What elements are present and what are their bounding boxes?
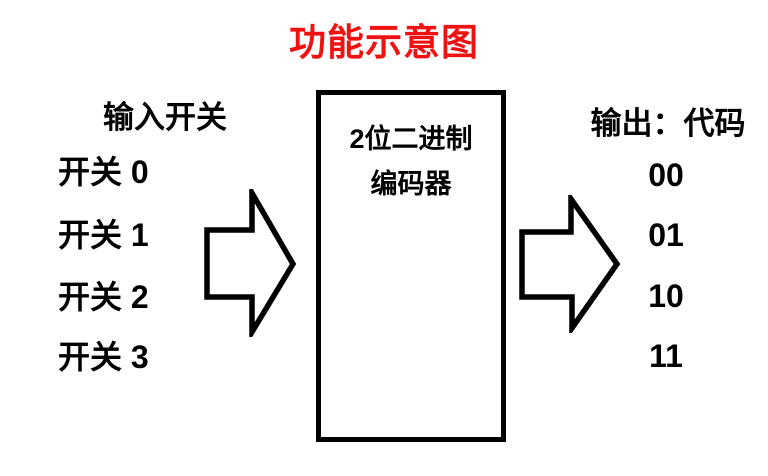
output-code-00: 00: [648, 157, 684, 193]
diagram-title: 功能示意图: [289, 22, 479, 63]
input-switch-3-label: 开关 3: [58, 339, 149, 375]
output-section-header: 输出：代码: [590, 106, 746, 141]
input-switch-2-label: 开关 2: [58, 279, 149, 315]
encoder-box: 2位二进制 编码器: [316, 90, 506, 442]
input-flow-right-block-arrow-icon: [204, 189, 297, 337]
output-code-10: 10: [648, 278, 684, 314]
encoder-box-line1: 2位二进制: [349, 124, 473, 154]
input-section-header: 输入开关: [103, 100, 227, 135]
output-flow-right-block-arrow-icon: [519, 195, 621, 333]
output-code-11: 11: [649, 338, 683, 374]
encoder-box-line2: 编码器: [370, 169, 452, 199]
input-switch-1-label: 开关 1: [58, 217, 149, 253]
output-code-01: 01: [648, 217, 684, 253]
input-switch-0-label: 开关 0: [58, 154, 149, 190]
